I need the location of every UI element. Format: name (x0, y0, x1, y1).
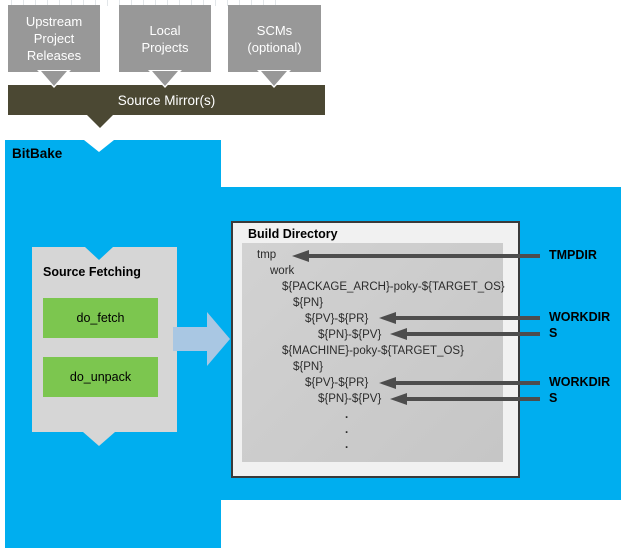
mirror-connector-tab-icon (87, 115, 113, 128)
local-connector-tab-icon (152, 71, 178, 86)
annotation-tmpdir-1-label: TMPDIR (549, 248, 597, 262)
do-fetch-task-box: do_fetch (43, 298, 158, 338)
annotation-workdir-2-label: WORKDIR (549, 375, 611, 389)
scms-connector-tab-icon (261, 71, 287, 86)
annotation-s-1-label: S (549, 326, 558, 340)
do-unpack-label: do_unpack (69, 370, 132, 384)
annotation-workdir-2-arrow-left-icon (379, 376, 396, 389)
tree-entry: work (270, 265, 295, 277)
local-projects-box: Local Projects (119, 5, 211, 72)
directory-tree-ellipsis: ... (345, 408, 348, 453)
ellipsis-dot: . (345, 424, 349, 436)
upstream-connector-tab-icon (41, 71, 67, 86)
annotation-s-1-arrow-line-icon (406, 332, 540, 336)
bitbake-label: BitBake (12, 146, 63, 161)
annotation-s-2-arrow-left-icon (390, 392, 407, 405)
source-mirrors-label: Source Mirror(s) (117, 92, 216, 108)
tree-entry: ${PN} (293, 297, 324, 309)
annotation-s-2-label: S (549, 391, 558, 405)
annotation-s-2-arrow-line-icon (406, 397, 540, 401)
annotation-workdir-1-arrow-line-icon (395, 316, 540, 320)
flow-arrow-shaft-icon (173, 327, 208, 351)
tree-entry: ${PN}-${PV} (318, 393, 382, 405)
annotation-workdir-1-label: WORKDIR (549, 310, 611, 324)
directory-tree-panel (242, 243, 503, 462)
directory-tree: tmp work ${PACKAGE_ARCH}-poky-${TARGET_OS}… (242, 247, 505, 407)
source-fetching-panel (32, 247, 177, 432)
annotation-tmpdir-1-arrow-line-icon (308, 254, 540, 258)
annotation-workdir-1-arrow-left-icon (379, 311, 396, 324)
source-mirrors-bar: Source Mirror(s) (8, 85, 325, 115)
upstream-project-releases-box: Upstream Project Releases (8, 5, 100, 72)
flow-arrow-right-icon (207, 312, 230, 366)
do-fetch-label: do_fetch (76, 311, 125, 325)
tree-entry: ${MACHINE}-poky-${TARGET_OS} (282, 345, 464, 357)
build-directory-title: Build Directory (248, 227, 338, 241)
annotation-tmpdir-1-arrow-left-icon (292, 249, 309, 262)
scms-optional-box: SCMs (optional) (228, 5, 321, 72)
tree-entry: ${PV}-${PR} (305, 313, 369, 325)
ellipsis-dot: . (345, 439, 349, 451)
do-unpack-task-box: do_unpack (43, 357, 158, 397)
tree-entry: ${PN}-${PV} (318, 329, 382, 341)
local-projects-label: Local Projects (141, 22, 189, 55)
tree-entry: ${PV}-${PR} (305, 377, 369, 389)
spreadsheet-gridline-artifact (0, 0, 280, 6)
upstream-project-releases-label: Upstream Project Releases (25, 14, 83, 63)
annotation-workdir-2-arrow-line-icon (395, 381, 540, 385)
source-fetching-top-notch-icon (85, 247, 113, 260)
tree-entry: ${PACKAGE_ARCH}-poky-${TARGET_OS} (282, 281, 505, 293)
bitbake-top-notch-icon (84, 140, 114, 152)
source-fetching-bottom-tab-icon (83, 432, 115, 446)
source-fetching-title: Source Fetching (43, 265, 141, 279)
tree-entry: ${PN} (293, 361, 324, 373)
annotation-s-1-arrow-left-icon (390, 327, 407, 340)
scms-optional-label: SCMs (optional) (247, 22, 302, 55)
ellipsis-dot: . (345, 409, 349, 421)
tree-entry: tmp (257, 249, 277, 261)
